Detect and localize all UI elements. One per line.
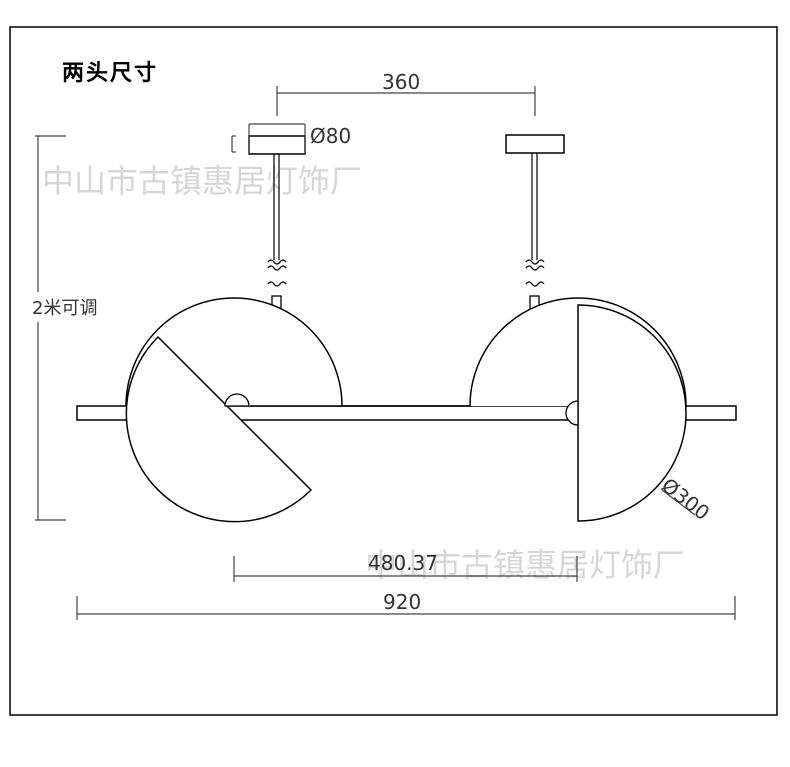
height-label-bg — [30, 292, 140, 322]
disc-diameter-leader — [661, 489, 696, 516]
canopy-diameter-dimension — [231, 123, 306, 154]
left-cable-break — [267, 259, 287, 287]
right-vertical-disc — [577, 304, 687, 522]
left-tilted-disc — [125, 335, 313, 523]
left-cable — [273, 154, 280, 260]
frame-border — [9, 26, 778, 716]
height-adjust-label: 2米可调 — [32, 298, 97, 319]
right-cable-break — [525, 259, 545, 287]
total-width-dimension — [76, 596, 736, 620]
inner-width-dimension — [233, 556, 578, 582]
canopy-spacing-dimension — [276, 86, 536, 116]
left-canopy — [248, 135, 306, 155]
right-canopy — [505, 134, 565, 154]
right-joint — [565, 400, 579, 426]
canopy-diameter-label: Ø80 — [310, 124, 351, 148]
diagram-title: 两头尺寸 — [62, 61, 158, 86]
right-cable — [531, 153, 538, 260]
left-joint — [224, 393, 250, 407]
watermark-bottom: 中山市古镇惠居灯饰厂 — [365, 546, 685, 584]
inner-width-label: 480.37 — [368, 551, 438, 575]
canopy-spacing-label: 360 — [382, 70, 420, 94]
total-width-label: 920 — [383, 590, 421, 614]
watermark-top: 中山市古镇惠居灯饰厂 — [42, 162, 362, 200]
disc-diameter-label: Ø300 — [657, 473, 714, 525]
height-adjust-dimension — [35, 135, 66, 521]
